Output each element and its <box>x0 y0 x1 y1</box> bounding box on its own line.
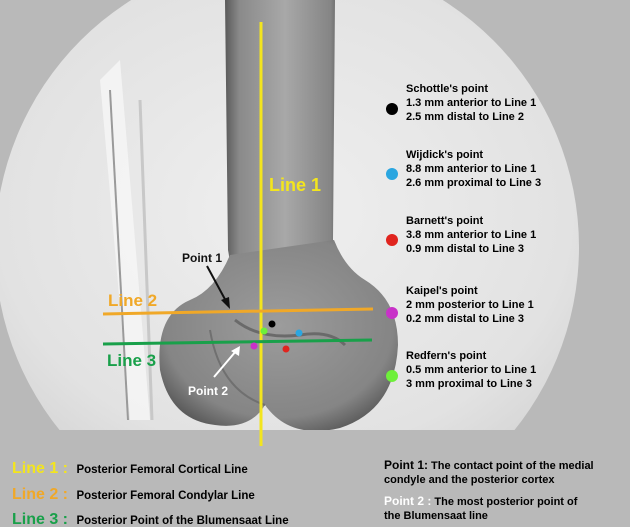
point-line-a: 3.8 mm anterior to Line 1 <box>406 229 536 241</box>
point-name: Kaipel's point <box>406 285 478 297</box>
note-key: Point 1: <box>384 458 428 472</box>
point1-label: Point 1 <box>182 251 222 265</box>
point-line-b: 2.5 mm distal to Line 2 <box>406 111 524 123</box>
wijdick-dot <box>386 168 398 180</box>
point-name: Redfern's point <box>406 350 487 362</box>
marker-schottle <box>269 321 276 328</box>
line1-label: Line 1 <box>269 175 321 195</box>
point2-label: Point 2 <box>188 384 228 398</box>
legend-text: Posterior Femoral Cortical Line <box>76 464 247 476</box>
legend-sep: : <box>58 511 72 527</box>
redfern-dot <box>386 370 398 382</box>
marker-wijdick <box>296 330 303 337</box>
line3-label: Line 3 <box>107 351 156 370</box>
legend-text: Posterior Point of the Blumensaat Line <box>76 515 288 527</box>
note-key: Point 2 : <box>384 494 431 508</box>
note-point2-line-a: Point 2 : The most posterior point of <box>384 494 578 508</box>
point-line-a: 1.3 mm anterior to Line 1 <box>406 97 536 109</box>
note-text: The contact point of the medial <box>428 460 594 472</box>
point-line-a: 8.8 mm anterior to Line 1 <box>406 163 536 175</box>
point-line-a: 0.5 mm anterior to Line 1 <box>406 364 536 376</box>
point-line-b: 0.2 mm distal to Line 3 <box>406 313 524 325</box>
line2-label: Line 2 <box>108 291 157 310</box>
barnett-dot <box>386 234 398 246</box>
marker-kaipel <box>251 343 258 350</box>
point-line-a: 2 mm posterior to Line 1 <box>406 299 534 311</box>
line-legend: Line 1 : Posterior Femoral Cortical Line… <box>12 460 289 527</box>
note-point1-line-a: Point 1: The contact point of the medial <box>384 458 594 472</box>
marker-redfern <box>261 328 268 335</box>
point-name: Schottle's point <box>406 83 488 95</box>
note-text: The most posterior point of <box>431 496 577 508</box>
note-point2-line-b: the Blumensaat line <box>384 510 488 522</box>
point-name: Barnett's point <box>406 215 484 227</box>
point-name: Wijdick's point <box>406 149 483 161</box>
marker-barnett <box>283 346 290 353</box>
point-line-b: 2.6 mm proximal to Line 3 <box>406 177 541 189</box>
note-point1-line-b: condyle and the posterior cortex <box>384 474 555 486</box>
legend-key: Line 3 <box>12 511 58 527</box>
legend-text: Posterior Femoral Condylar Line <box>76 490 254 502</box>
legend-sep: : <box>58 486 72 503</box>
legend-key: Line 1 <box>12 460 58 477</box>
legend-key: Line 2 <box>12 486 58 503</box>
kaipel-dot <box>386 307 398 319</box>
schottle-dot <box>386 103 398 115</box>
legend-sep: : <box>58 460 72 477</box>
point-line-b: 3 mm proximal to Line 3 <box>406 378 532 390</box>
point-line-b: 0.9 mm distal to Line 3 <box>406 243 524 255</box>
